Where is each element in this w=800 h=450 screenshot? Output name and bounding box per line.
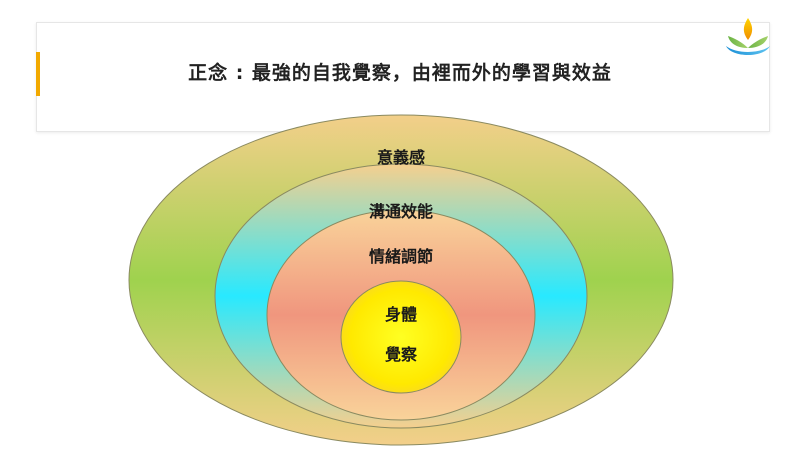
title-accent-bar bbox=[36, 52, 40, 96]
label-communication: 溝通效能 bbox=[369, 202, 433, 221]
slide-title: 正念 : 最強的自我覺察，由裡而外的學習與效益 bbox=[188, 62, 612, 84]
core-body-awareness bbox=[340, 280, 462, 394]
label-core-line1: 身體 bbox=[385, 305, 417, 324]
label-meaning: 意義感 bbox=[377, 148, 425, 167]
label-core-line2: 覺察 bbox=[384, 345, 418, 364]
title-card bbox=[36, 22, 770, 132]
label-emotion-regulation: 情緒調節 bbox=[369, 247, 433, 266]
lotus-logo-icon bbox=[726, 18, 770, 55]
